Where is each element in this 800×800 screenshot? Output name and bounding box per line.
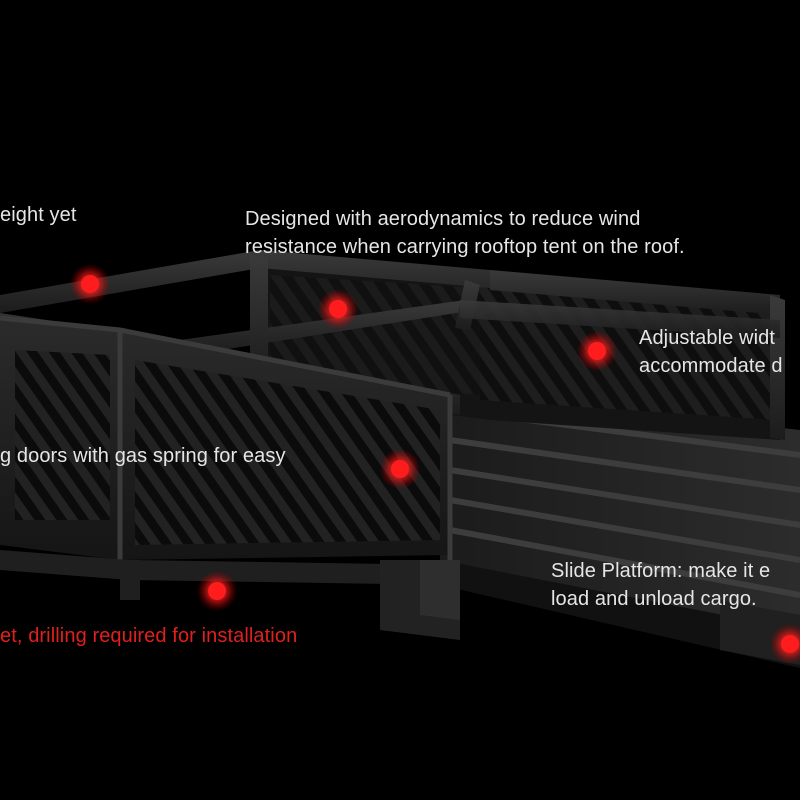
- feature-label-line: accommodate d: [639, 355, 783, 377]
- hotspot-slide-platform-icon[interactable]: [770, 624, 800, 664]
- feature-label-line: Slide Platform: make it e: [551, 560, 771, 582]
- hotspot-lightweight-icon[interactable]: [70, 264, 110, 304]
- slide-platform: [440, 390, 800, 668]
- feature-label-aerodynamics: Designed with aerodynamics to reduce win…: [245, 205, 685, 261]
- feature-label-line: et, drilling required for installation: [0, 625, 298, 647]
- feature-label-line: resistance when carrying rooftop tent on…: [245, 236, 685, 258]
- feature-label-adjustable: Adjustable widt accommodate d: [639, 324, 783, 380]
- feature-label-installation: et, drilling required for installation: [0, 622, 297, 650]
- feature-label-slide-platform: Slide Platform: make it e load and unloa…: [551, 557, 770, 613]
- feature-label-line: eight yet: [0, 204, 77, 226]
- hotspot-aerodynamics-icon[interactable]: [318, 289, 358, 329]
- feature-label-line: Designed with aerodynamics to reduce win…: [245, 208, 641, 230]
- hotspot-doors-icon[interactable]: [380, 449, 420, 489]
- feature-label-doors: g doors with gas spring for easy: [0, 442, 286, 470]
- feature-label-line: Adjustable widt: [639, 327, 776, 349]
- feature-label-lightweight: eight yet: [0, 201, 77, 229]
- feature-label-line: g doors with gas spring for easy: [0, 445, 286, 467]
- bottom-rail: [0, 550, 460, 640]
- feature-label-line: load and unload cargo.: [551, 588, 757, 610]
- hotspot-adjustable-icon[interactable]: [577, 331, 617, 371]
- hotspot-installation-icon[interactable]: [197, 571, 237, 611]
- side-panel: [0, 315, 453, 560]
